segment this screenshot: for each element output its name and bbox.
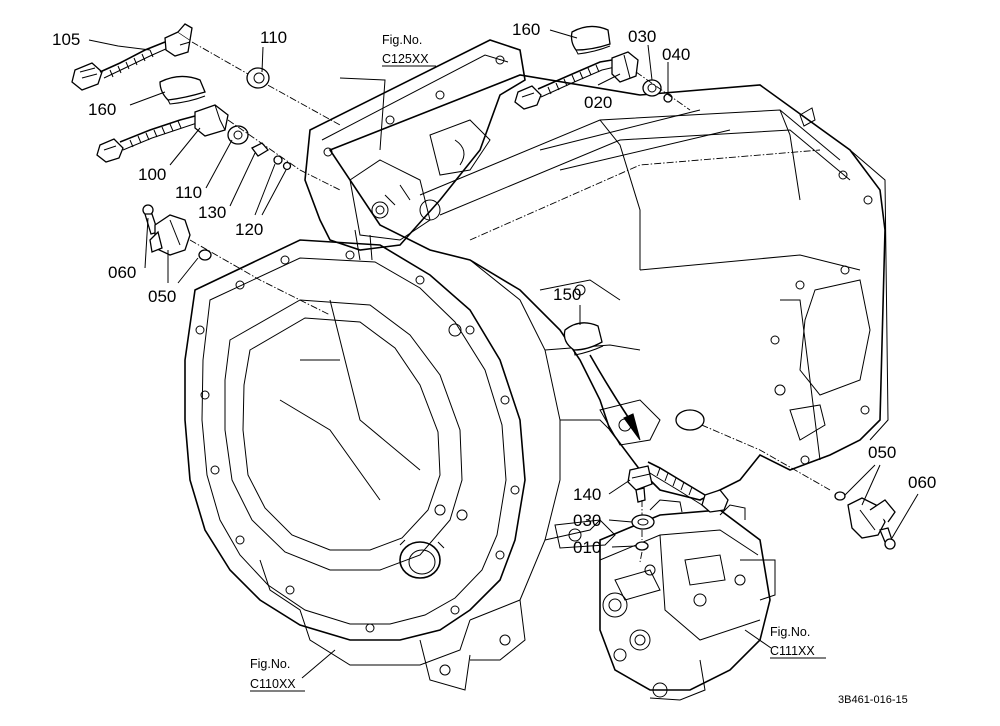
- figure-ref-bottom-code: C110XX: [250, 677, 296, 691]
- callout-120: 120: [235, 220, 263, 239]
- callout-160-right: 160: [512, 20, 540, 39]
- figure-ref-right: Fig.No. C111XX: [770, 625, 826, 659]
- transmission-housing: [184, 39, 889, 691]
- callout-030-lower: 030: [573, 511, 601, 530]
- callout-030-top: 030: [628, 27, 656, 46]
- figure-ref-right-prefix: Fig.No.: [770, 625, 810, 639]
- sensor-105-assembly: [71, 23, 341, 126]
- drawing-number: 3B461-016-15: [838, 694, 908, 706]
- callout-050-left: 050: [148, 287, 176, 306]
- callout-160-left: 160: [88, 100, 116, 119]
- sensor-020-assembly: [514, 25, 691, 111]
- callout-130: 130: [198, 203, 226, 222]
- hydraulic-valve-block: [554, 499, 776, 701]
- figure-ref-top-prefix: Fig.No.: [382, 33, 422, 47]
- callout-020: 020: [584, 93, 612, 112]
- callout-110-left: 110: [175, 183, 202, 202]
- figure-ref-bottom: Fig.No. C110XX: [250, 657, 305, 692]
- callout-010: 010: [573, 538, 601, 557]
- figure-ref-right-code: C111XX: [770, 644, 815, 658]
- figure-ref-top: Fig.No. C125XX: [382, 33, 436, 67]
- leader-lines: [88, 29, 919, 679]
- sensor-050-right-assembly: [675, 409, 896, 550]
- callout-105: 105: [52, 30, 80, 49]
- sensor-050-left-assembly: [142, 204, 331, 316]
- sensor-100-assembly: [96, 75, 341, 191]
- callout-050-right: 050: [868, 443, 896, 462]
- callout-060-left: 060: [108, 263, 136, 282]
- callout-110-top: 110: [260, 28, 287, 47]
- figure-ref-bottom-prefix: Fig.No.: [250, 657, 290, 671]
- figure-ref-top-code: C125XX: [382, 52, 429, 66]
- callout-060-right: 060: [908, 473, 936, 492]
- callout-150: 150: [553, 285, 581, 304]
- callout-100: 100: [138, 165, 166, 184]
- clip-150-with-arrow: [563, 322, 641, 441]
- callout-140: 140: [573, 485, 601, 504]
- sensor-140-assembly: [627, 461, 729, 563]
- callout-040: 040: [662, 45, 690, 64]
